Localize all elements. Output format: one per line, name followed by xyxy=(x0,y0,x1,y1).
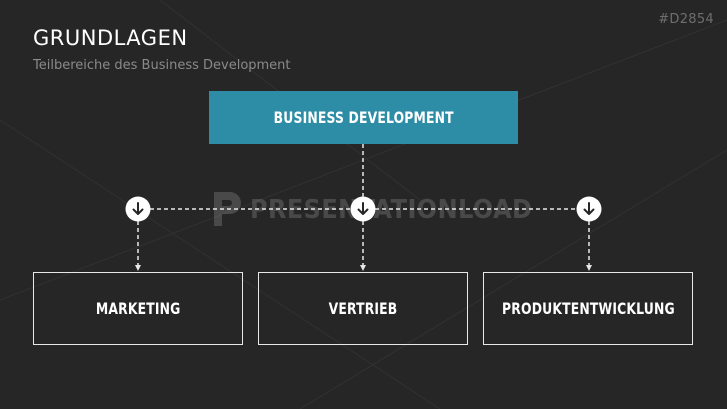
child-node-label: VERTRIEB xyxy=(328,299,398,318)
root-node-label: BUSINESS DEVELOPMENT xyxy=(273,108,454,127)
arrow-down-circle-icon xyxy=(350,196,376,222)
arrowhead-vertrieb xyxy=(360,265,366,271)
child-node-label: PRODUKTENTWICKLUNG xyxy=(501,299,675,318)
arrow-down-circle-icon xyxy=(125,196,151,222)
arrowhead-marketing xyxy=(135,265,141,271)
root-node-business-development: BUSINESS DEVELOPMENT xyxy=(209,91,518,144)
arrow-down-circle-icon xyxy=(576,196,602,222)
child-node-marketing: MARKETING xyxy=(33,272,243,345)
arrowhead-produktentwicklung xyxy=(586,265,592,271)
child-node-vertrieb: VERTRIEB xyxy=(258,272,468,345)
page-title: GRUNDLAGEN xyxy=(33,26,188,50)
child-node-produktentwicklung: PRODUKTENTWICKLUNG xyxy=(483,272,693,345)
slide-code: #D2854 xyxy=(658,12,714,27)
page-subtitle: Teilbereiche des Business Development xyxy=(33,58,291,73)
child-node-label: MARKETING xyxy=(95,299,181,318)
